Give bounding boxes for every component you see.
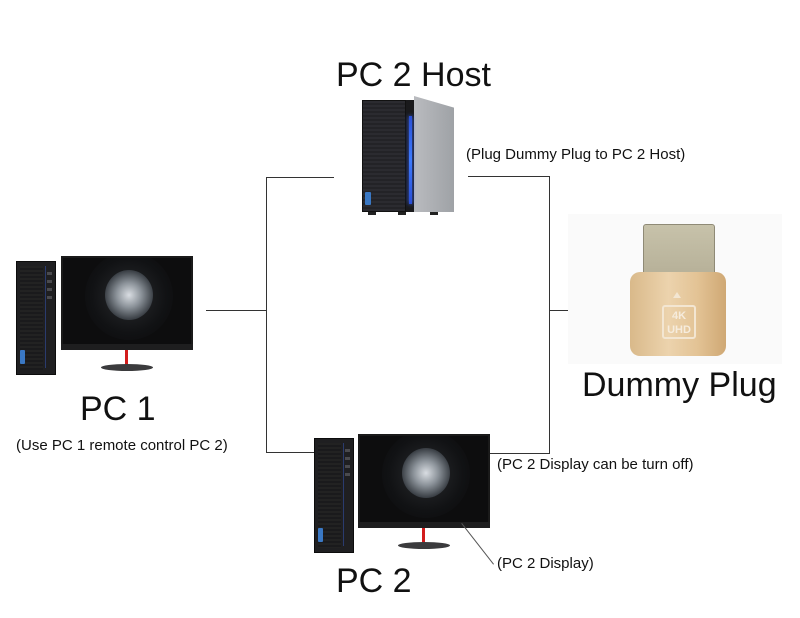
dummy-plug-title: Dummy Plug [582,366,777,404]
pc2-monitor-icon [358,434,490,554]
connector-from-pc1 [206,310,267,311]
connector-left-vertical [266,177,267,453]
connector-to-pc2-display [488,453,550,454]
pc2-host-note: (Plug Dummy Plug to PC 2 Host) [466,146,686,163]
connector-from-pc2-host [468,176,550,177]
connector-to-pc2-host [266,177,334,178]
pc1-note: (Use PC 1 remote control PC 2) [16,437,228,454]
connector-to-pc2 [266,452,334,453]
pc1-title: PC 1 [80,390,156,428]
arrow-up-icon [673,292,681,298]
hdmi-connector-icon [643,224,715,274]
dummy-plug-icon [630,272,726,356]
connector-right-vertical [549,176,550,454]
badge-4k-text: 4K [671,310,687,322]
4k-uhd-badge: 4K UHD [662,305,696,339]
power-led-icon [409,116,412,204]
pc2-title: PC 2 [336,562,412,600]
pc2-tower-icon [314,438,354,553]
pc2-display-label: (PC 2 Display) [497,555,594,572]
badge-uhd-text: UHD [667,324,691,336]
pc1-tower-icon [16,261,56,375]
pc2-display-note: (PC 2 Display can be turn off) [497,456,694,473]
pc1-monitor-icon [61,256,193,376]
pc2-host-title: PC 2 Host [336,56,491,94]
pc2-host-tower-icon [362,96,454,216]
